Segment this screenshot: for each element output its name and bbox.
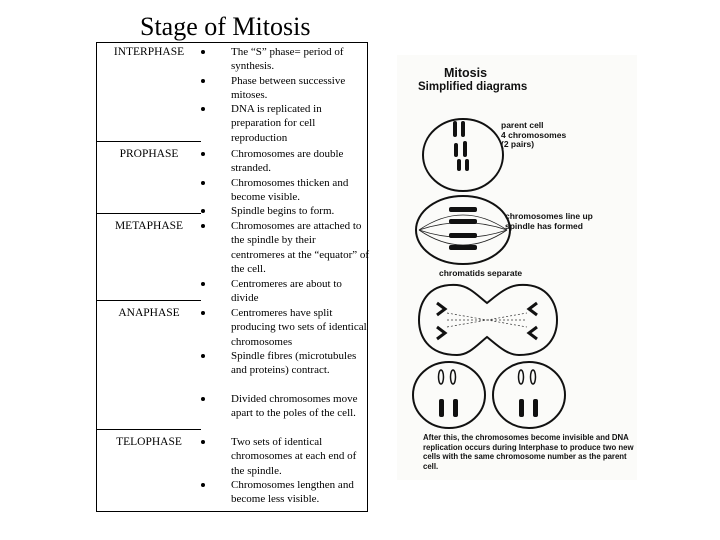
stage-name-prophase: PROPHASE xyxy=(119,148,179,160)
mitosis-diagram: Mitosis Simplified diagrams parent cell … xyxy=(397,55,637,480)
bullet-text: Chromosomes thicken and become visible. xyxy=(231,177,349,204)
label-chromatids-separate: chromatids separate xyxy=(439,268,523,278)
chromosome xyxy=(519,399,524,417)
row-divider xyxy=(97,141,201,142)
metaphase-cell xyxy=(415,195,511,265)
bullet-dot xyxy=(201,397,205,401)
daughter-cell-left xyxy=(412,361,486,429)
diagram-title: Mitosis xyxy=(444,66,488,80)
stage-name-metaphase: METAPHASE xyxy=(114,220,184,232)
bullet-text: Chromosomes are double stranded. xyxy=(231,148,344,175)
bullet-text: DNA is replicated in preparation for cel… xyxy=(231,103,322,144)
parent-cell xyxy=(422,118,504,192)
slide-title: Stage of Mitosis xyxy=(140,12,311,41)
chromosome xyxy=(533,399,538,417)
chromosome xyxy=(437,369,445,385)
spindle-fibre xyxy=(418,229,508,246)
stage-name-interphase: INTERPHASE xyxy=(113,46,185,58)
chromosome xyxy=(465,159,469,171)
bullet-text: Centromeres are about to divide xyxy=(231,278,342,305)
row-divider xyxy=(97,429,201,430)
daughter-cell-right xyxy=(492,361,566,429)
bullet-dot xyxy=(201,181,205,185)
stage-name-telophase: TELOPHASE xyxy=(116,436,182,448)
chromatid xyxy=(526,301,538,317)
bullet-text: Chromosomes are attached to the spindle … xyxy=(231,220,370,275)
chromatid xyxy=(436,301,448,317)
bullet-dot xyxy=(201,50,205,54)
bullet-text: Two sets of identical chromosomes at eac… xyxy=(231,436,357,477)
bullet-dot xyxy=(201,354,205,358)
anaphase-cell xyxy=(417,283,559,357)
bullet-dot xyxy=(201,107,205,111)
chromosome xyxy=(449,369,457,385)
label-parent-cell: parent cell 4 chromosomes (2 pairs) xyxy=(501,120,567,149)
chromatid xyxy=(436,325,448,341)
chromosome xyxy=(453,121,457,137)
bullet-dot xyxy=(201,483,205,487)
diagram-subtitle: Simplified diagrams xyxy=(418,81,528,93)
bullet-text: Spindle begins to form. xyxy=(231,205,335,217)
stage-name-anaphase: ANAPHASE xyxy=(118,307,180,319)
chromosome xyxy=(461,121,465,137)
chromosome xyxy=(454,143,458,157)
chromosome xyxy=(453,399,458,417)
bullet-text: Divided chromosomes move apart to the po… xyxy=(231,393,358,420)
stage-table: INTERPHASE PROPHASE METAPHASE ANAPHASE T… xyxy=(96,42,370,512)
chromosome xyxy=(449,245,477,250)
row-divider xyxy=(97,300,201,301)
bullet-dot xyxy=(201,282,205,286)
chromosome xyxy=(529,369,537,385)
bullet-text: The “S” phase= period of synthesis. xyxy=(231,46,344,73)
bullet-text: Chromosomes lengthen and become less vis… xyxy=(231,479,354,506)
bullet-dot xyxy=(201,209,205,213)
bullet-dot xyxy=(201,440,205,444)
row-divider xyxy=(97,213,201,214)
bullet-text: Phase between successive mitoses. xyxy=(231,75,346,102)
label-chromosomes-line-up: chromosomes line up spindle has formed xyxy=(505,211,593,231)
bullet-dot xyxy=(201,152,205,156)
bullet-dot xyxy=(201,224,205,228)
chromosome xyxy=(457,159,461,171)
bullet-text: Centromeres have split producing two set… xyxy=(231,307,367,348)
bullet-text: Spindle fibres (microtubules and protein… xyxy=(231,350,357,377)
chromatid xyxy=(526,325,538,341)
chromosome xyxy=(449,233,477,238)
chromosome xyxy=(463,141,467,157)
mitosis-drawing xyxy=(412,118,566,429)
chromosome xyxy=(517,369,525,385)
chromosome xyxy=(439,399,444,417)
bullet-dot xyxy=(201,79,205,83)
diagram-note: After this, the chromosomes become invis… xyxy=(423,433,634,471)
chromosome xyxy=(449,219,477,224)
spindle-fibre xyxy=(418,214,508,231)
spindle-fibre xyxy=(446,312,528,328)
chromosome xyxy=(449,207,477,212)
bullet-dot xyxy=(201,311,205,315)
